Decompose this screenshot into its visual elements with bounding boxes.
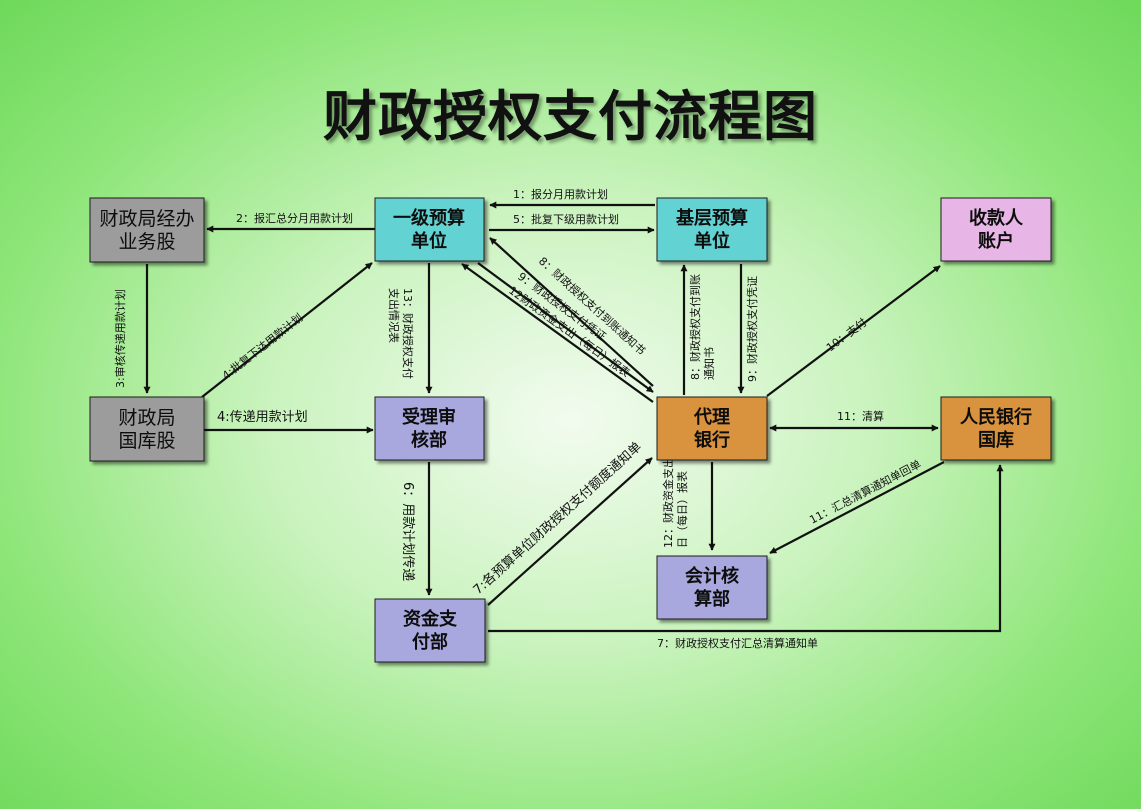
- node-label-line1: 人民银行: [960, 406, 1032, 428]
- edge-label: 7：财政授权支付汇总清算通知单: [657, 636, 818, 650]
- edge-label-line: 通知书: [702, 347, 716, 380]
- node-box: [656, 396, 768, 461]
- edge-label: 1：报分月用款计划: [513, 187, 608, 201]
- node-box: [656, 197, 768, 262]
- edge-plan-transfer: 6：用款计划传递: [400, 462, 433, 596]
- fund-payment-dept: 资金支 付部: [374, 598, 486, 663]
- node-label-line1: 财政局: [118, 407, 175, 429]
- node-label-line2: 国库: [978, 429, 1014, 451]
- agent-bank: 代理 银行: [656, 396, 768, 461]
- edge-daily-report-accounting: 12：财政资金支出 日（每日）报表: [661, 454, 716, 551]
- edge-label-line: 8：财政授权支付到账: [688, 274, 702, 380]
- primary-budget-unit: 一级预算 单位: [374, 197, 485, 262]
- edge-label: 3:审核传递用款计划: [113, 289, 127, 388]
- payee-account: 收款人 账户: [940, 197, 1052, 262]
- node-box: [89, 396, 205, 462]
- edge-approve-issue-plan: 4:批复下达用款计划: [201, 262, 373, 398]
- peoples-bank-treasury: 人民银行 国库: [940, 396, 1052, 461]
- edge-approve-lower-plan: 5：批复下级用款计划: [489, 212, 655, 234]
- node-label-line1: 基层预算: [675, 207, 748, 229]
- edge-label-line: 日（每日）报表: [675, 471, 689, 548]
- node-label-line2: 国库股: [118, 430, 175, 452]
- node-label-line1: 资金支: [403, 608, 458, 630]
- edge-label: 6：用款计划传递: [400, 482, 415, 581]
- edge-report-summary-plan: 2：报汇总分月用款计划: [206, 211, 376, 233]
- node-label-line2: 银行: [694, 429, 730, 451]
- node-label-line1: 收款人: [969, 207, 1024, 229]
- page-title: 财政授权支付流程图: [323, 85, 818, 148]
- node-box: [940, 197, 1052, 262]
- base-budget-unit: 基层预算 单位: [656, 197, 768, 262]
- edge-label: 2：报汇总分月用款计划: [236, 211, 353, 225]
- edge-label: 9：财政授权支付凭证: [745, 276, 759, 382]
- finance-bureau-treasury-section: 财政局 国库股: [89, 396, 205, 462]
- edge-arrival-notice-to-base: 8：财政授权支付到账 通知书: [680, 264, 716, 395]
- edge-clearing-receipt: 11：汇总清算通知单回单: [769, 457, 945, 554]
- node-label-line2: 算部: [694, 588, 730, 610]
- node-label-line2: 账户: [978, 230, 1014, 252]
- edge-payment: 10：支付: [766, 265, 941, 397]
- node-box: [374, 396, 485, 461]
- edge-label: 10：支付: [824, 316, 869, 355]
- node-box: [374, 197, 485, 262]
- node-label-line1: 财政局经办: [99, 208, 194, 230]
- node-label-line1: 代理: [693, 407, 730, 428]
- edge-label: 11：汇总清算通知单回单: [807, 457, 923, 527]
- edge-payment-voucher-base: 9：财政授权支付凭证: [737, 264, 759, 394]
- node-label-line1: 受理审: [402, 406, 456, 428]
- node-label-line2: 业务股: [118, 231, 175, 253]
- node-box: [940, 396, 1052, 461]
- edge-label: 12：财政资金支出 日（每日）报表: [661, 454, 689, 549]
- edge-label: 8：财政授权支付到账 通知书: [688, 271, 716, 381]
- node-label-line1: 会计核: [685, 565, 739, 587]
- edge-label: 7:各预算单位财政授权支付额度通知单: [470, 439, 645, 598]
- node-label-line1: 一级预算: [393, 207, 465, 229]
- edge-label: 5：批复下级用款计划: [513, 212, 619, 226]
- edge-label: 13：财政授权支付 支出情况表: [387, 288, 415, 383]
- edge-label-line: 13：财政授权支付: [401, 288, 415, 379]
- edge-clearing: 11：清算: [769, 409, 939, 432]
- node-label-line2: 核部: [411, 429, 447, 451]
- edge-label: 11：清算: [837, 409, 884, 423]
- node-label-line2: 单位: [411, 230, 447, 252]
- edge-label: 4:传递用款计划: [217, 410, 308, 425]
- accounting-dept: 会计核 算部: [656, 555, 768, 620]
- edge-transfer-plan: 4:传递用款计划: [204, 410, 374, 434]
- edge-label-line: 支出情况表: [387, 288, 401, 343]
- edge-report-monthly-plan: 1：报分月用款计划: [489, 187, 655, 209]
- node-label-line2: 单位: [694, 230, 730, 252]
- finance-bureau-operation-section: 财政局经办 业务股: [89, 197, 205, 263]
- edge-summary-clearing-notice: 7：财政授权支付汇总清算通知单: [488, 464, 1004, 650]
- acceptance-review-dept: 受理审 核部: [374, 396, 485, 461]
- node-box: [89, 197, 205, 263]
- edge-quota-notice: 7:各预算单位财政授权支付额度通知单: [470, 439, 653, 606]
- edge-label: 4:批复下达用款计划: [219, 310, 305, 382]
- node-box: [374, 598, 486, 663]
- node-label-line2: 付部: [412, 631, 448, 653]
- edge-review-transfer-plan: 3:审核传递用款计划: [113, 264, 151, 394]
- edge-expense-report: 13：财政授权支付 支出情况表: [387, 263, 433, 394]
- node-box: [656, 555, 768, 620]
- edge-label-line: 12：财政资金支出: [661, 457, 675, 548]
